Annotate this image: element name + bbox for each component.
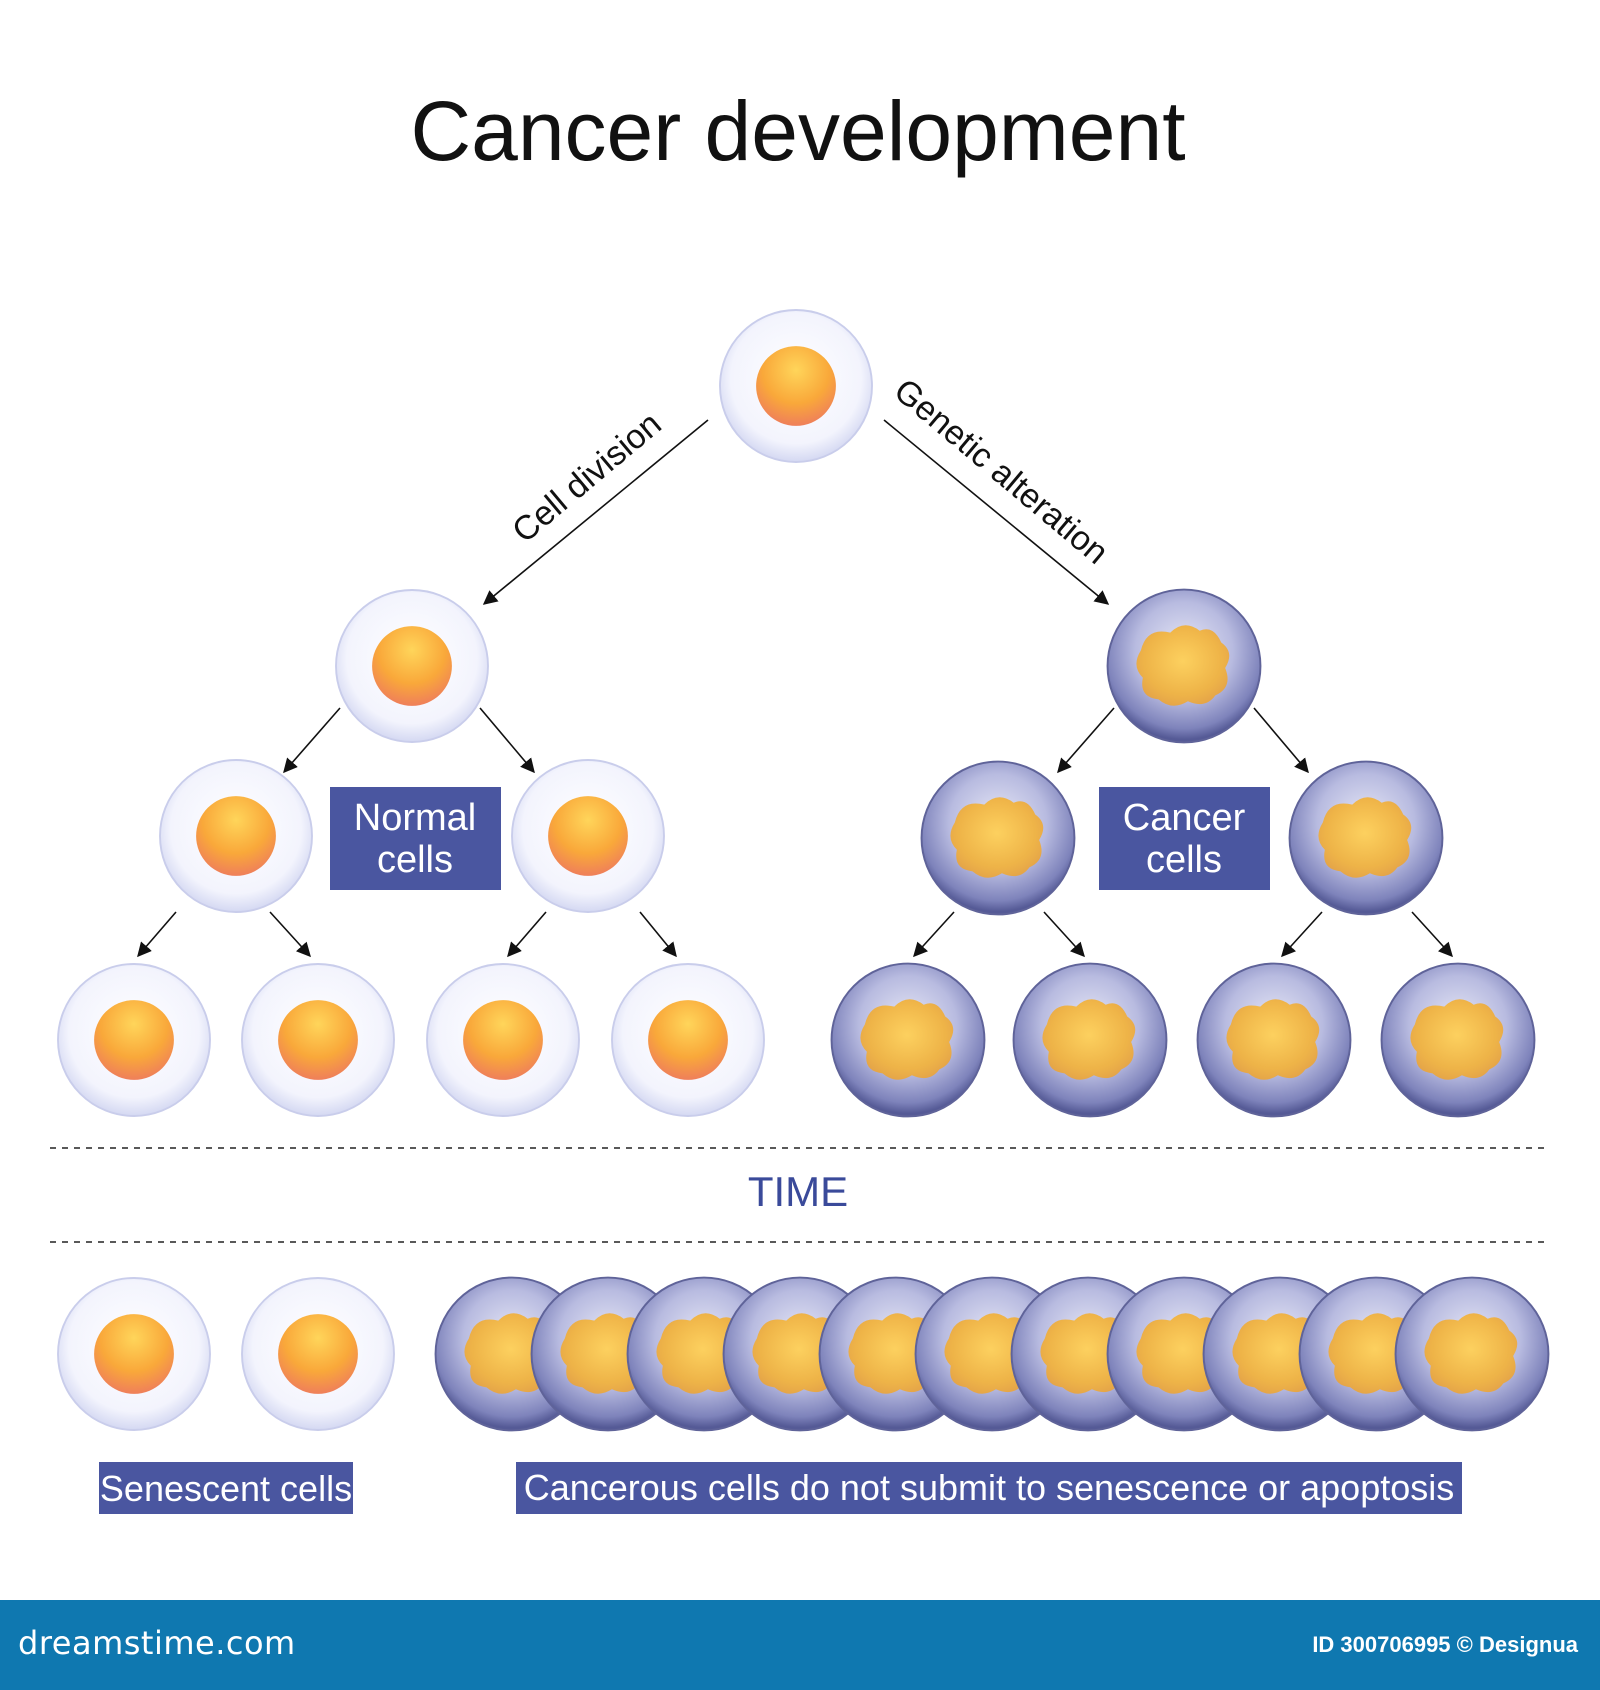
normal-cells-label-box: Normal cells bbox=[330, 787, 501, 890]
cancerous-note-label-box: Cancerous cells do not submit to senesce… bbox=[516, 1462, 1462, 1514]
normal-cell bbox=[511, 759, 665, 913]
normal-cell bbox=[57, 963, 211, 1117]
senescent-cell bbox=[57, 1277, 211, 1431]
normal-cell bbox=[241, 963, 395, 1117]
parent-normal-cell bbox=[719, 309, 873, 463]
arrow-genetic-alteration bbox=[883, 419, 1110, 605]
normal-cell bbox=[611, 963, 765, 1117]
senescent-cells-label: Senescent cells bbox=[100, 1468, 352, 1509]
senescent-cells-label-box: Senescent cells bbox=[99, 1462, 353, 1514]
cancer-cells-label-box: Cancer cells bbox=[1099, 787, 1270, 890]
cancer-cell bbox=[1394, 1276, 1550, 1432]
footer-bar: dreamstime.com ID 300706995 © Designua bbox=[0, 1600, 1600, 1690]
normal-cell bbox=[159, 759, 313, 913]
arrows bbox=[137, 419, 1453, 958]
genetic-alteration-label: Genetic alteration bbox=[887, 371, 1116, 571]
cancer-cells-label-line2: cells bbox=[1146, 839, 1222, 881]
cancer-development-diagram: Cancer development Cell division Genetic… bbox=[50, 84, 1550, 1514]
page-title: Cancer development bbox=[410, 84, 1185, 178]
cancer-cell bbox=[830, 962, 986, 1118]
cancer-cell bbox=[1380, 962, 1536, 1118]
cancer-cells-label-line1: Cancer bbox=[1123, 797, 1246, 839]
cancer-cell bbox=[1106, 588, 1262, 744]
footer-image-id: ID 300706995 © Designua bbox=[1312, 1632, 1578, 1657]
senescent-cells bbox=[57, 1277, 395, 1431]
time-label: TIME bbox=[748, 1168, 848, 1215]
cancer-cell bbox=[920, 760, 1076, 916]
arrow-cell-division bbox=[482, 419, 709, 605]
cancer-cell bbox=[1012, 962, 1168, 1118]
normal-cells-label-line2: cells bbox=[377, 839, 453, 881]
cell-division-label: Cell division bbox=[505, 405, 668, 551]
footer-brand[interactable]: dreamstime.com bbox=[18, 1624, 296, 1662]
cancer-cell bbox=[1196, 962, 1352, 1118]
cancer-cell bbox=[1288, 760, 1444, 916]
proliferating-cancer-cells bbox=[434, 1276, 1550, 1432]
cancerous-note-label: Cancerous cells do not submit to senesce… bbox=[524, 1467, 1455, 1508]
normal-cell bbox=[426, 963, 580, 1117]
normal-cells-label-line1: Normal bbox=[354, 797, 476, 839]
normal-cell bbox=[335, 589, 489, 743]
senescent-cell bbox=[241, 1277, 395, 1431]
